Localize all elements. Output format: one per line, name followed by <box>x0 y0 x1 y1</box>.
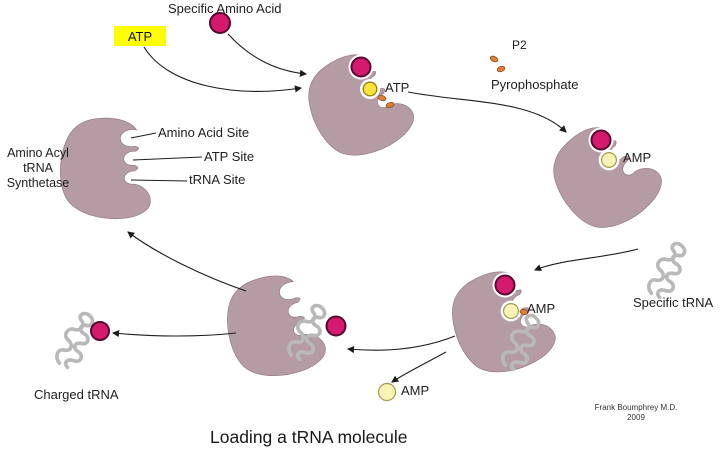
phosphate-dot <box>377 94 387 102</box>
arrow-enzyme-recycle <box>127 231 247 292</box>
atp-ball <box>362 81 378 97</box>
arrow-amino-acid-to-enzyme <box>227 33 308 77</box>
leader-atp-site <box>132 156 203 161</box>
specific-amino-acid-ball <box>209 12 231 34</box>
credit-name: Frank Boumphrey M.D. <box>594 403 678 412</box>
atp-bound-label: ATP <box>385 80 410 95</box>
enzyme-transferring-to-trna <box>216 266 331 388</box>
atp-highlight-box: ATP <box>114 26 166 46</box>
specific-trna-squiggle <box>647 241 687 300</box>
arrow-activation-to-amp-state <box>407 91 567 133</box>
synthetase-name-line1: Amino Acyl <box>7 146 69 160</box>
credit-year: 2009 <box>627 412 645 422</box>
amino-acid-ball-charged-trna <box>90 321 110 341</box>
synthetase-name-line2: tRNA <box>23 161 53 175</box>
amp-ball-released <box>377 382 397 402</box>
phosphate-dot-bottomright <box>519 309 529 315</box>
p2-label: P2 <box>512 38 527 52</box>
pyrophosphate-label: Pyrophosphate <box>491 77 579 92</box>
trna-site-label: tRNA Site <box>189 172 246 187</box>
specific-amino-acid-label: Specific Amino Acid <box>168 1 282 16</box>
arrow-specific-trna-to-enzyme <box>534 248 639 272</box>
charged-trna-label: Charged tRNA <box>34 387 119 402</box>
amino-acid-site-label: Amino Acid Site <box>158 125 250 140</box>
specific-trna-label: Specific tRNA <box>633 295 714 310</box>
atp-site-label: ATP Site <box>204 149 255 164</box>
credit-block: Frank Boumphrey M.D. 2009 <box>586 403 686 422</box>
phosphate-dot <box>385 101 395 109</box>
amino-acid-ball-on-enzyme-bottomright <box>494 274 516 296</box>
charged-trna-squiggle <box>55 311 95 370</box>
synthetase-name: Amino Acyl tRNA Synthetase <box>2 146 74 191</box>
arrow-to-transfer-state <box>346 335 456 354</box>
pyrophosphate-dot <box>489 55 499 63</box>
amino-acid-ball-on-enzyme-right <box>590 129 612 151</box>
pyrophosphate-dot <box>496 65 506 73</box>
amino-acid-ball-on-enzyme-top <box>350 56 372 78</box>
synthetase-name-line3: Synthetase <box>6 176 70 190</box>
diagram-title: Loading a tRNA molecule <box>210 427 408 447</box>
arrow-to-charged-trna <box>111 330 237 338</box>
amp-right-label: AMP <box>623 150 652 165</box>
arrow-atp-to-enzyme <box>143 46 303 93</box>
amino-acid-ball-on-trna <box>325 315 347 337</box>
amp-ball-bottomright <box>503 303 520 320</box>
atp-box-label: ATP <box>127 28 153 44</box>
arrow-amp-release <box>391 351 447 383</box>
amp-released-label: AMP <box>401 383 430 398</box>
leader-amino-acid-site <box>130 132 157 139</box>
amp-bottom-label: AMP <box>527 301 556 316</box>
leader-trna-site <box>130 179 188 182</box>
amp-ball-right <box>600 152 617 169</box>
